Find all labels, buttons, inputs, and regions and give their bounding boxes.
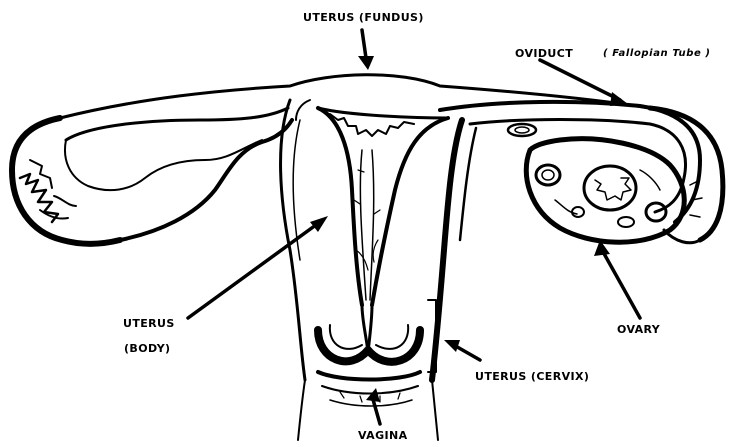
label-ovary: OVARY xyxy=(617,324,660,335)
oviduct-arrow xyxy=(540,60,620,100)
left-oviduct xyxy=(12,108,292,244)
label-vagina: VAGINA xyxy=(358,430,408,441)
ovary-arrow xyxy=(602,250,640,318)
body-arrow xyxy=(188,222,320,318)
label-fallopian-tube: ( Fallopian Tube ) xyxy=(603,49,711,59)
label-uterus-cervix: UTERUS (CERVIX) xyxy=(475,371,589,382)
fundus-outline xyxy=(60,75,650,118)
ovary-shape xyxy=(526,139,702,242)
label-uterus-fundus: UTERUS (FUNDUS) xyxy=(303,12,424,23)
cervix xyxy=(318,300,436,372)
label-uterus-body-line2: (BODY) xyxy=(124,343,171,354)
label-uterus-body-line1: UTERUS xyxy=(123,318,175,329)
fundus-arrow xyxy=(362,30,366,58)
uterine-cavity xyxy=(318,108,448,305)
label-oviduct: OVIDUCT xyxy=(515,48,573,59)
